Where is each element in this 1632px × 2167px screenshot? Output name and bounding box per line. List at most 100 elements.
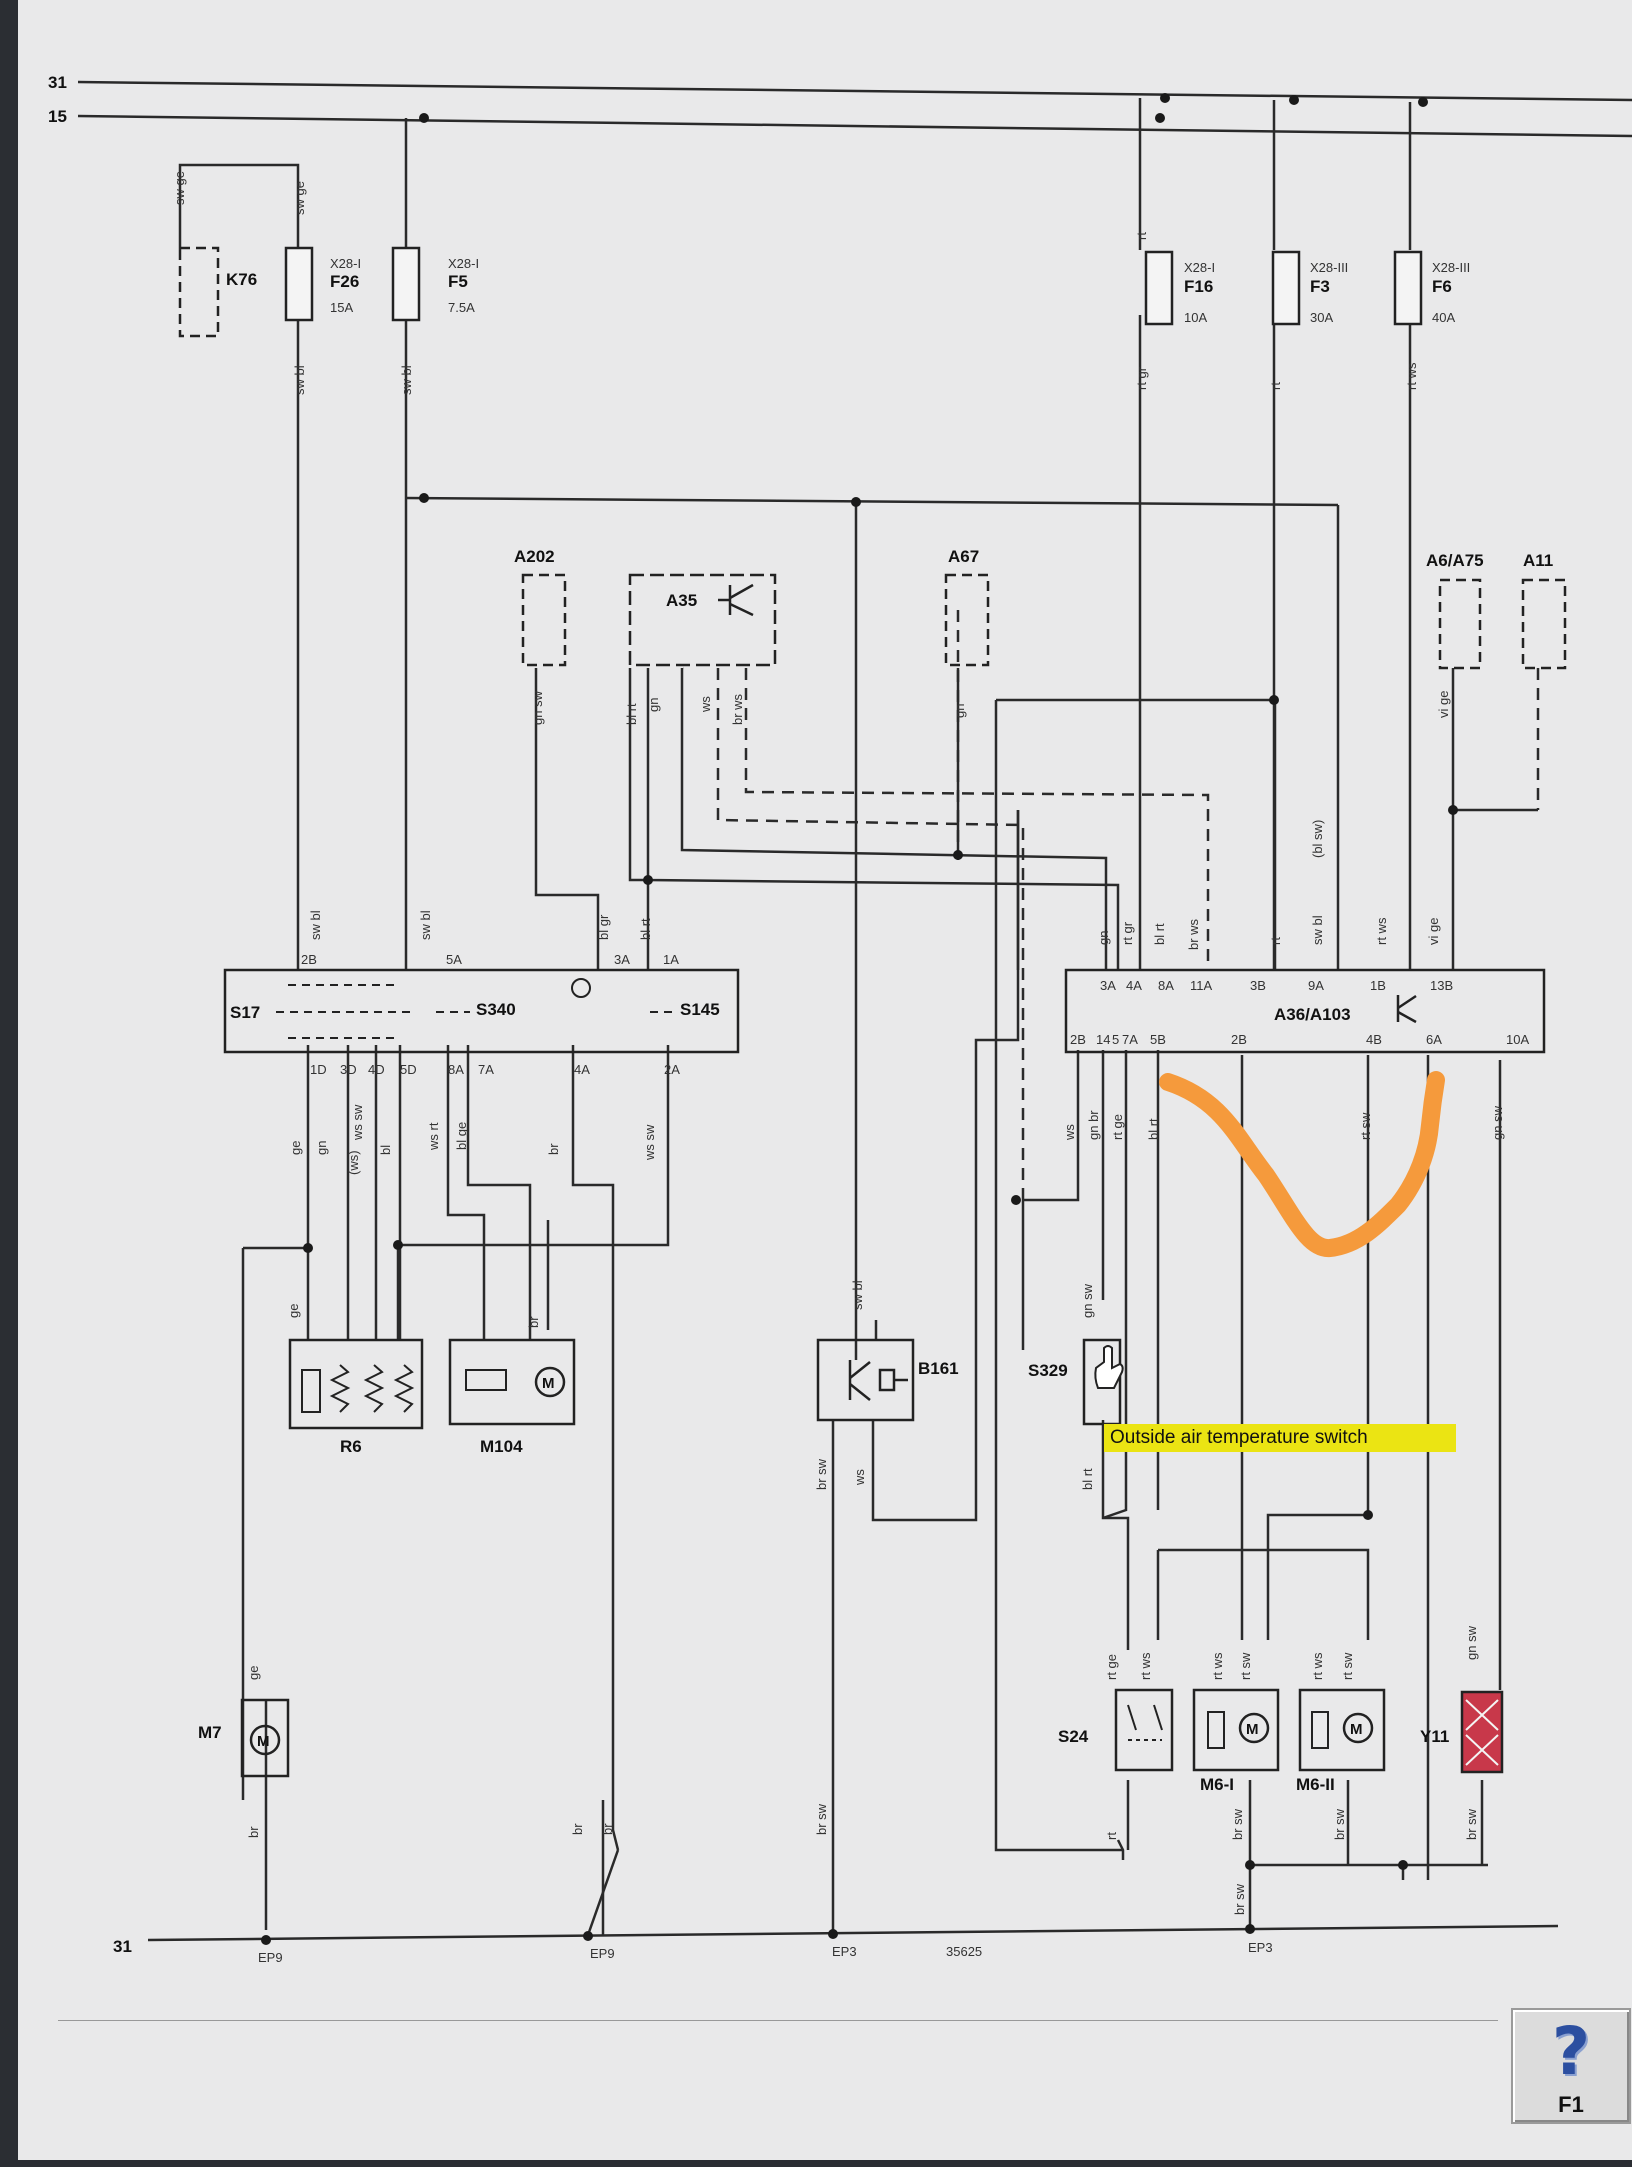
s17-pin-4d: 4D bbox=[368, 1062, 385, 1077]
svg-text:M: M bbox=[1246, 1721, 1259, 1738]
b161-component: B161 bbox=[816, 1338, 959, 1422]
wire-label-s17-b: sw bl bbox=[418, 910, 433, 940]
wire-label-m104-br: br bbox=[526, 1316, 541, 1328]
wire-label-a67: gn bbox=[952, 704, 967, 718]
m104-component: M M104 bbox=[448, 1338, 576, 1456]
a202-box bbox=[521, 573, 567, 667]
svg-text:M: M bbox=[1350, 1721, 1363, 1738]
question-mark-icon: ? bbox=[1551, 2013, 1591, 2090]
wire-label-f5-out: sw bl bbox=[399, 365, 414, 395]
modules-upper: A202 A35 A67 A6/A75 A11 bbox=[514, 547, 1567, 670]
wire-label-f6-out: rt ws bbox=[1404, 362, 1419, 390]
ground-ep3-1: EP3 bbox=[832, 1944, 857, 1959]
wire-label-a35-3: ws bbox=[698, 696, 713, 713]
s329-component: S329 bbox=[1028, 1338, 1124, 1426]
f6-amp: 40A bbox=[1432, 310, 1455, 325]
s17-pin-5a: 5A bbox=[446, 952, 462, 967]
f26-connector: X28-I bbox=[330, 256, 361, 271]
r6-label: R6 bbox=[340, 1437, 362, 1456]
a67-box bbox=[944, 573, 990, 667]
s17-pin-2b: 2B bbox=[301, 952, 317, 967]
b161-box bbox=[816, 1338, 915, 1422]
wire-label-s24-3: rt bbox=[1104, 1832, 1119, 1840]
b161-label: B161 bbox=[918, 1359, 959, 1378]
s329-label: S329 bbox=[1028, 1361, 1068, 1380]
a6-box bbox=[1438, 578, 1482, 670]
s17-pin-8a: 8A bbox=[448, 1062, 464, 1077]
wire-label-b161-2: br sw bbox=[814, 1458, 829, 1490]
help-key-label: F1 bbox=[1558, 2092, 1584, 2117]
f3-connector: X28-III bbox=[1310, 260, 1348, 275]
a36-pin-2b: 2B bbox=[1070, 1032, 1086, 1047]
hand-cursor-icon bbox=[1094, 1345, 1124, 1389]
wire-label-a36-t4: br ws bbox=[1186, 918, 1201, 950]
s17-block: S17 S340 S145 2B 5A 3A 1A 1D 3D 4D 5D 8A… bbox=[223, 952, 740, 1077]
a36-pin-6a: 6A bbox=[1426, 1032, 1442, 1047]
a202-label: A202 bbox=[514, 547, 555, 566]
wire-label-gnd-br1: br bbox=[570, 1823, 585, 1835]
m6i-label: M6-I bbox=[1200, 1775, 1234, 1794]
wire-label-r6-ge: ge bbox=[286, 1304, 301, 1318]
s17-pin-3a: 3A bbox=[614, 952, 630, 967]
wire-label-a36-t3: bl rt bbox=[1152, 923, 1167, 945]
wire-label-s17-d: bl rt bbox=[638, 918, 653, 940]
wire-label-f16-out: rt gr bbox=[1134, 366, 1149, 390]
f16-connector: X28-I bbox=[1184, 260, 1215, 275]
a36-pin-9a: 9A bbox=[1308, 978, 1324, 993]
wire-label-b161-3: ws bbox=[852, 1469, 867, 1486]
rail-15-label: 15 bbox=[48, 107, 67, 126]
wire-label-f16-in: rt bbox=[1134, 232, 1149, 240]
f5-label: F5 bbox=[448, 272, 468, 291]
wiring-diagram-window: 31 15 31 K76 F26 X28-I 15A F5 X28-I 7.5A… bbox=[18, 0, 1632, 2160]
m6ii-component: M M6-II bbox=[1296, 1688, 1386, 1794]
wire-label-m104-2: bl ge bbox=[454, 1122, 469, 1150]
a36-pin-4a: 4A bbox=[1126, 978, 1142, 993]
a36-block: A36/A103 3A 4A 8A 11A 3B 9A 1B 13B 2B 14… bbox=[1064, 968, 1546, 1054]
rail-15 bbox=[77, 114, 1632, 138]
s24-component: S24 bbox=[1058, 1688, 1174, 1772]
wire-label-s17-a: sw bl bbox=[308, 910, 323, 940]
wire-label-a36-t8: vi ge bbox=[1426, 918, 1441, 945]
wire-label-m7-1: ge bbox=[246, 1666, 261, 1680]
transistor-icon bbox=[718, 583, 754, 617]
b161-sensor-icon bbox=[848, 1360, 908, 1401]
wire-label-a36-b4: bl rt bbox=[1146, 1118, 1161, 1140]
s17-pin-4a: 4A bbox=[574, 1062, 590, 1077]
wire-label-b161-1: sw bl bbox=[850, 1280, 865, 1310]
f26-fuse bbox=[284, 246, 314, 322]
f5-connector: X28-I bbox=[448, 256, 479, 271]
a36-pin-7a: 7A bbox=[1122, 1032, 1138, 1047]
m6i-component: M M6-I bbox=[1192, 1688, 1280, 1794]
m6ii-label: M6-II bbox=[1296, 1775, 1335, 1794]
wire-label-m6ii-1: rt ws bbox=[1310, 1652, 1325, 1680]
f3-label: F3 bbox=[1310, 277, 1330, 296]
a36-pin-3b: 3B bbox=[1250, 978, 1266, 993]
ground-code: 35625 bbox=[946, 1944, 982, 1959]
m6i-motor-icon bbox=[1238, 1712, 1270, 1744]
a11-box bbox=[1521, 578, 1567, 670]
wire-label-f26-out: sw bl bbox=[292, 365, 307, 395]
a36-pin-11a: 11A bbox=[1190, 978, 1212, 993]
k76-label: K76 bbox=[226, 270, 257, 289]
wire-label-s145: ws sw bbox=[642, 1124, 657, 1161]
dashed-wires bbox=[716, 610, 1540, 1200]
wire-label-s329-2: bl rt bbox=[1080, 1468, 1095, 1490]
wire-label-s24-1: rt ge bbox=[1104, 1654, 1119, 1680]
wire-label-m6ii-3: br sw bbox=[1332, 1808, 1347, 1840]
wire-label-a36-b3: rt ge bbox=[1110, 1114, 1125, 1140]
m7-label: M7 bbox=[198, 1723, 222, 1742]
a36-label: A36/A103 bbox=[1274, 1005, 1351, 1024]
a36-pin-10a: 10A bbox=[1506, 1032, 1529, 1047]
wire-label-gnd-brsw2: br sw bbox=[1232, 1883, 1247, 1915]
m6ii-motor-icon bbox=[1342, 1712, 1374, 1744]
help-button[interactable]: ? F1 bbox=[1511, 2008, 1631, 2124]
rail-31 bbox=[77, 80, 1632, 102]
a36-pin-14: 14 bbox=[1096, 1032, 1110, 1047]
wire-label-m6i-2: rt sw bbox=[1238, 1652, 1253, 1680]
f26-amp: 15A bbox=[330, 300, 353, 315]
wire-label-a36-t9: (bl sw) bbox=[1310, 820, 1325, 858]
wire-label-a36-t2: rt gr bbox=[1120, 921, 1135, 945]
a36-pin-5b: 5B bbox=[1150, 1032, 1166, 1047]
wire-label-s17-c: bl gr bbox=[596, 914, 611, 940]
